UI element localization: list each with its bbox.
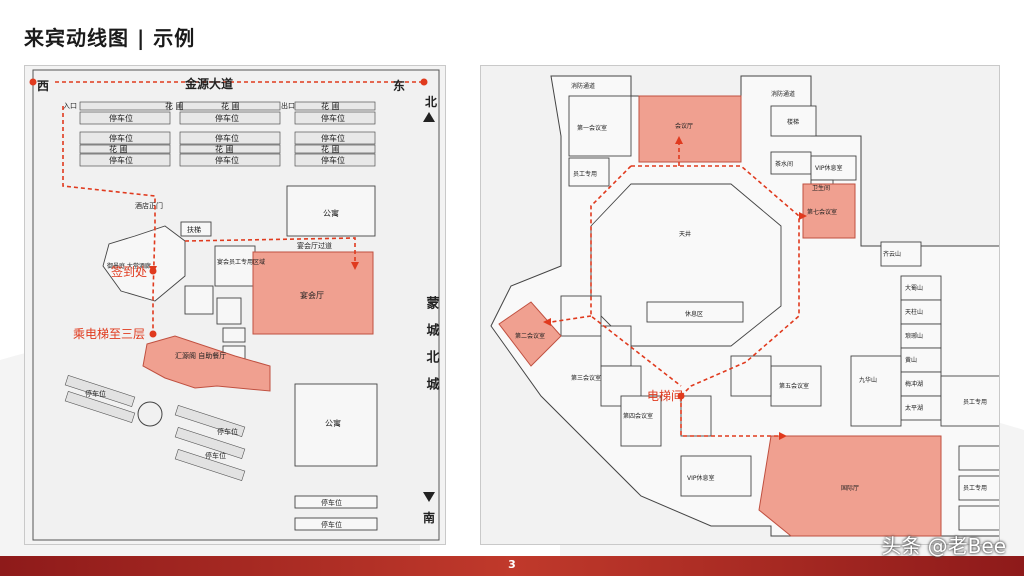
south-label: 南 (423, 510, 435, 525)
entrance-label: 入口 (63, 102, 77, 110)
buffet-area (142, 335, 271, 392)
flower-bed-label: 花 圃 (215, 144, 234, 154)
mountain-label: 天柱山 (905, 308, 923, 316)
parking-label: 停车位 (205, 451, 226, 460)
parking-label: 停车位 (217, 427, 238, 436)
parking-label: 停车位 (321, 498, 342, 507)
lounge-label: 休息区 (685, 310, 703, 318)
meeting-room-7-area (802, 183, 856, 239)
meeting-room-3-label: 第三会议室 (571, 374, 601, 382)
meeting-room-4-label: 第四会议室 (623, 412, 653, 420)
banquet-hall-label: 宴会厅 (300, 290, 324, 300)
meeting-room-7-label: 第七会议室 (807, 208, 837, 216)
parking-label: 停车位 (321, 113, 345, 123)
north-label: 北 (425, 94, 437, 109)
signin-point-icon (149, 267, 157, 275)
flower-bed-label: 花 圃 (321, 101, 340, 111)
conference-hall-label: 会议厅 (675, 122, 693, 130)
page-number: 3 (508, 558, 516, 571)
north-arrow-icon (423, 112, 435, 122)
road-label: 金源大道 (184, 76, 233, 91)
parking-label: 停车位 (321, 133, 345, 143)
meeting-room-2-area (498, 301, 562, 367)
elevator-point-icon (149, 330, 157, 338)
buffet-label: 汇源阁 自助餐厅 (175, 351, 226, 360)
apartment-label: 公寓 (323, 208, 339, 218)
atrium-label: 天井 (679, 230, 691, 238)
watermark: 头条 @老Bee (881, 534, 1006, 558)
left-floor-map: 西 东 金源大道 北 入口 出口 花 圃 花 圃 花 圃 停车位 停车位 停车位… (24, 65, 446, 545)
parking-label: 停车位 (109, 113, 133, 123)
conference-hall-area (638, 95, 742, 163)
parking-label: 停车位 (85, 389, 106, 398)
footer-bar: 3 (0, 556, 1024, 576)
mountain-label: 九华山 (859, 376, 877, 384)
main-gate-label: 酒店正门 (135, 201, 163, 210)
exit-label: 出口 (281, 101, 295, 110)
staff-only-label: 员工专用 (963, 398, 987, 406)
lobby-label: 御景庭 大堂酒廊 (107, 262, 151, 270)
mountain-label: 太平湖 (905, 404, 923, 412)
signin-label: 签到处 (111, 264, 147, 279)
elevator-hall-label: 电梯间 (647, 389, 683, 403)
meeting-room-2-label: 第二会议室 (515, 332, 545, 340)
parking-label: 停车位 (321, 520, 342, 529)
fire-passage-label: 消防通道 (571, 82, 595, 90)
apartment-label: 公寓 (325, 418, 341, 428)
staff-area-label: 宴会员工专用区域 (217, 258, 265, 266)
flower-bed-label: 花 圃 (165, 101, 184, 111)
function-hall-label: 国际厅 (841, 484, 859, 492)
vip-lounge-label: VIP休息室 (815, 164, 843, 172)
flower-bed-label: 花 圃 (221, 101, 240, 111)
restroom-label: 卫生间 (812, 184, 830, 192)
mountain-label: 齐云山 (883, 250, 901, 258)
elevator-hall-point-icon (677, 392, 685, 400)
flower-bed-label: 花 圃 (321, 144, 340, 154)
staff-only-label: 员工专用 (573, 170, 597, 178)
escalator-label: 扶梯 (187, 225, 201, 234)
function-hall-area (758, 435, 942, 537)
parking-label: 停车位 (321, 155, 345, 165)
parking-label: 停车位 (109, 155, 133, 165)
mountain-label: 梅冲湖 (905, 380, 923, 388)
flower-bed-label: 花 圃 (109, 144, 128, 154)
staff-only-label: 员工专用 (963, 484, 987, 492)
right-floor-map: 消防通道 消防通道 会议厅 楼梯 第一会议室 员工专用 茶水间 VIP休息室 卫… (480, 65, 1000, 545)
meeting-room-1-label: 第一会议室 (577, 124, 607, 132)
tea-room-label: 茶水间 (775, 160, 793, 168)
parking-label: 停车位 (109, 133, 133, 143)
parking-label: 停车位 (215, 113, 239, 123)
page-title: 来宾动线图 | 示例 (24, 26, 196, 50)
elevator-note-label: 乘电梯至三层 (73, 327, 145, 341)
mountain-label: 黄山 (905, 356, 917, 364)
parking-label: 停车位 (215, 133, 239, 143)
mountain-label: 大蜀山 (905, 284, 923, 292)
vip-lounge-label: VIP休息室 (687, 474, 715, 482)
side-road-label: 蒙城北城 (424, 295, 440, 404)
stairs-label: 楼梯 (787, 118, 799, 126)
south-arrow-icon (423, 492, 435, 502)
parking-label: 停车位 (215, 155, 239, 165)
fire-passage-label: 消防通道 (771, 90, 795, 98)
mountain-label: 琅琊山 (905, 332, 923, 340)
meeting-room-5-label: 第五会议室 (779, 382, 809, 390)
east-label: 东 (393, 78, 405, 93)
west-label: 西 (37, 79, 49, 93)
corridor-label: 宴会厅过道 (297, 241, 332, 250)
